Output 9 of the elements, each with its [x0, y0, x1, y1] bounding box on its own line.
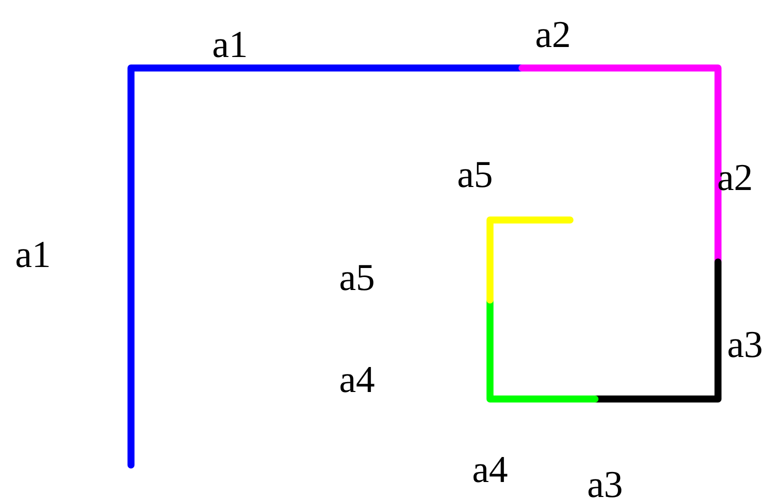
segment-label: a4: [339, 361, 375, 399]
segment-label: a5: [457, 156, 493, 194]
segment-label: a4: [472, 451, 508, 489]
segment-label: a2: [535, 16, 571, 54]
segment-label: a1: [15, 236, 51, 274]
segment-label: a5: [339, 259, 375, 297]
segment-label: a3: [727, 326, 763, 364]
segment-label: a1: [212, 26, 248, 64]
segment-label: a3: [587, 466, 623, 502]
